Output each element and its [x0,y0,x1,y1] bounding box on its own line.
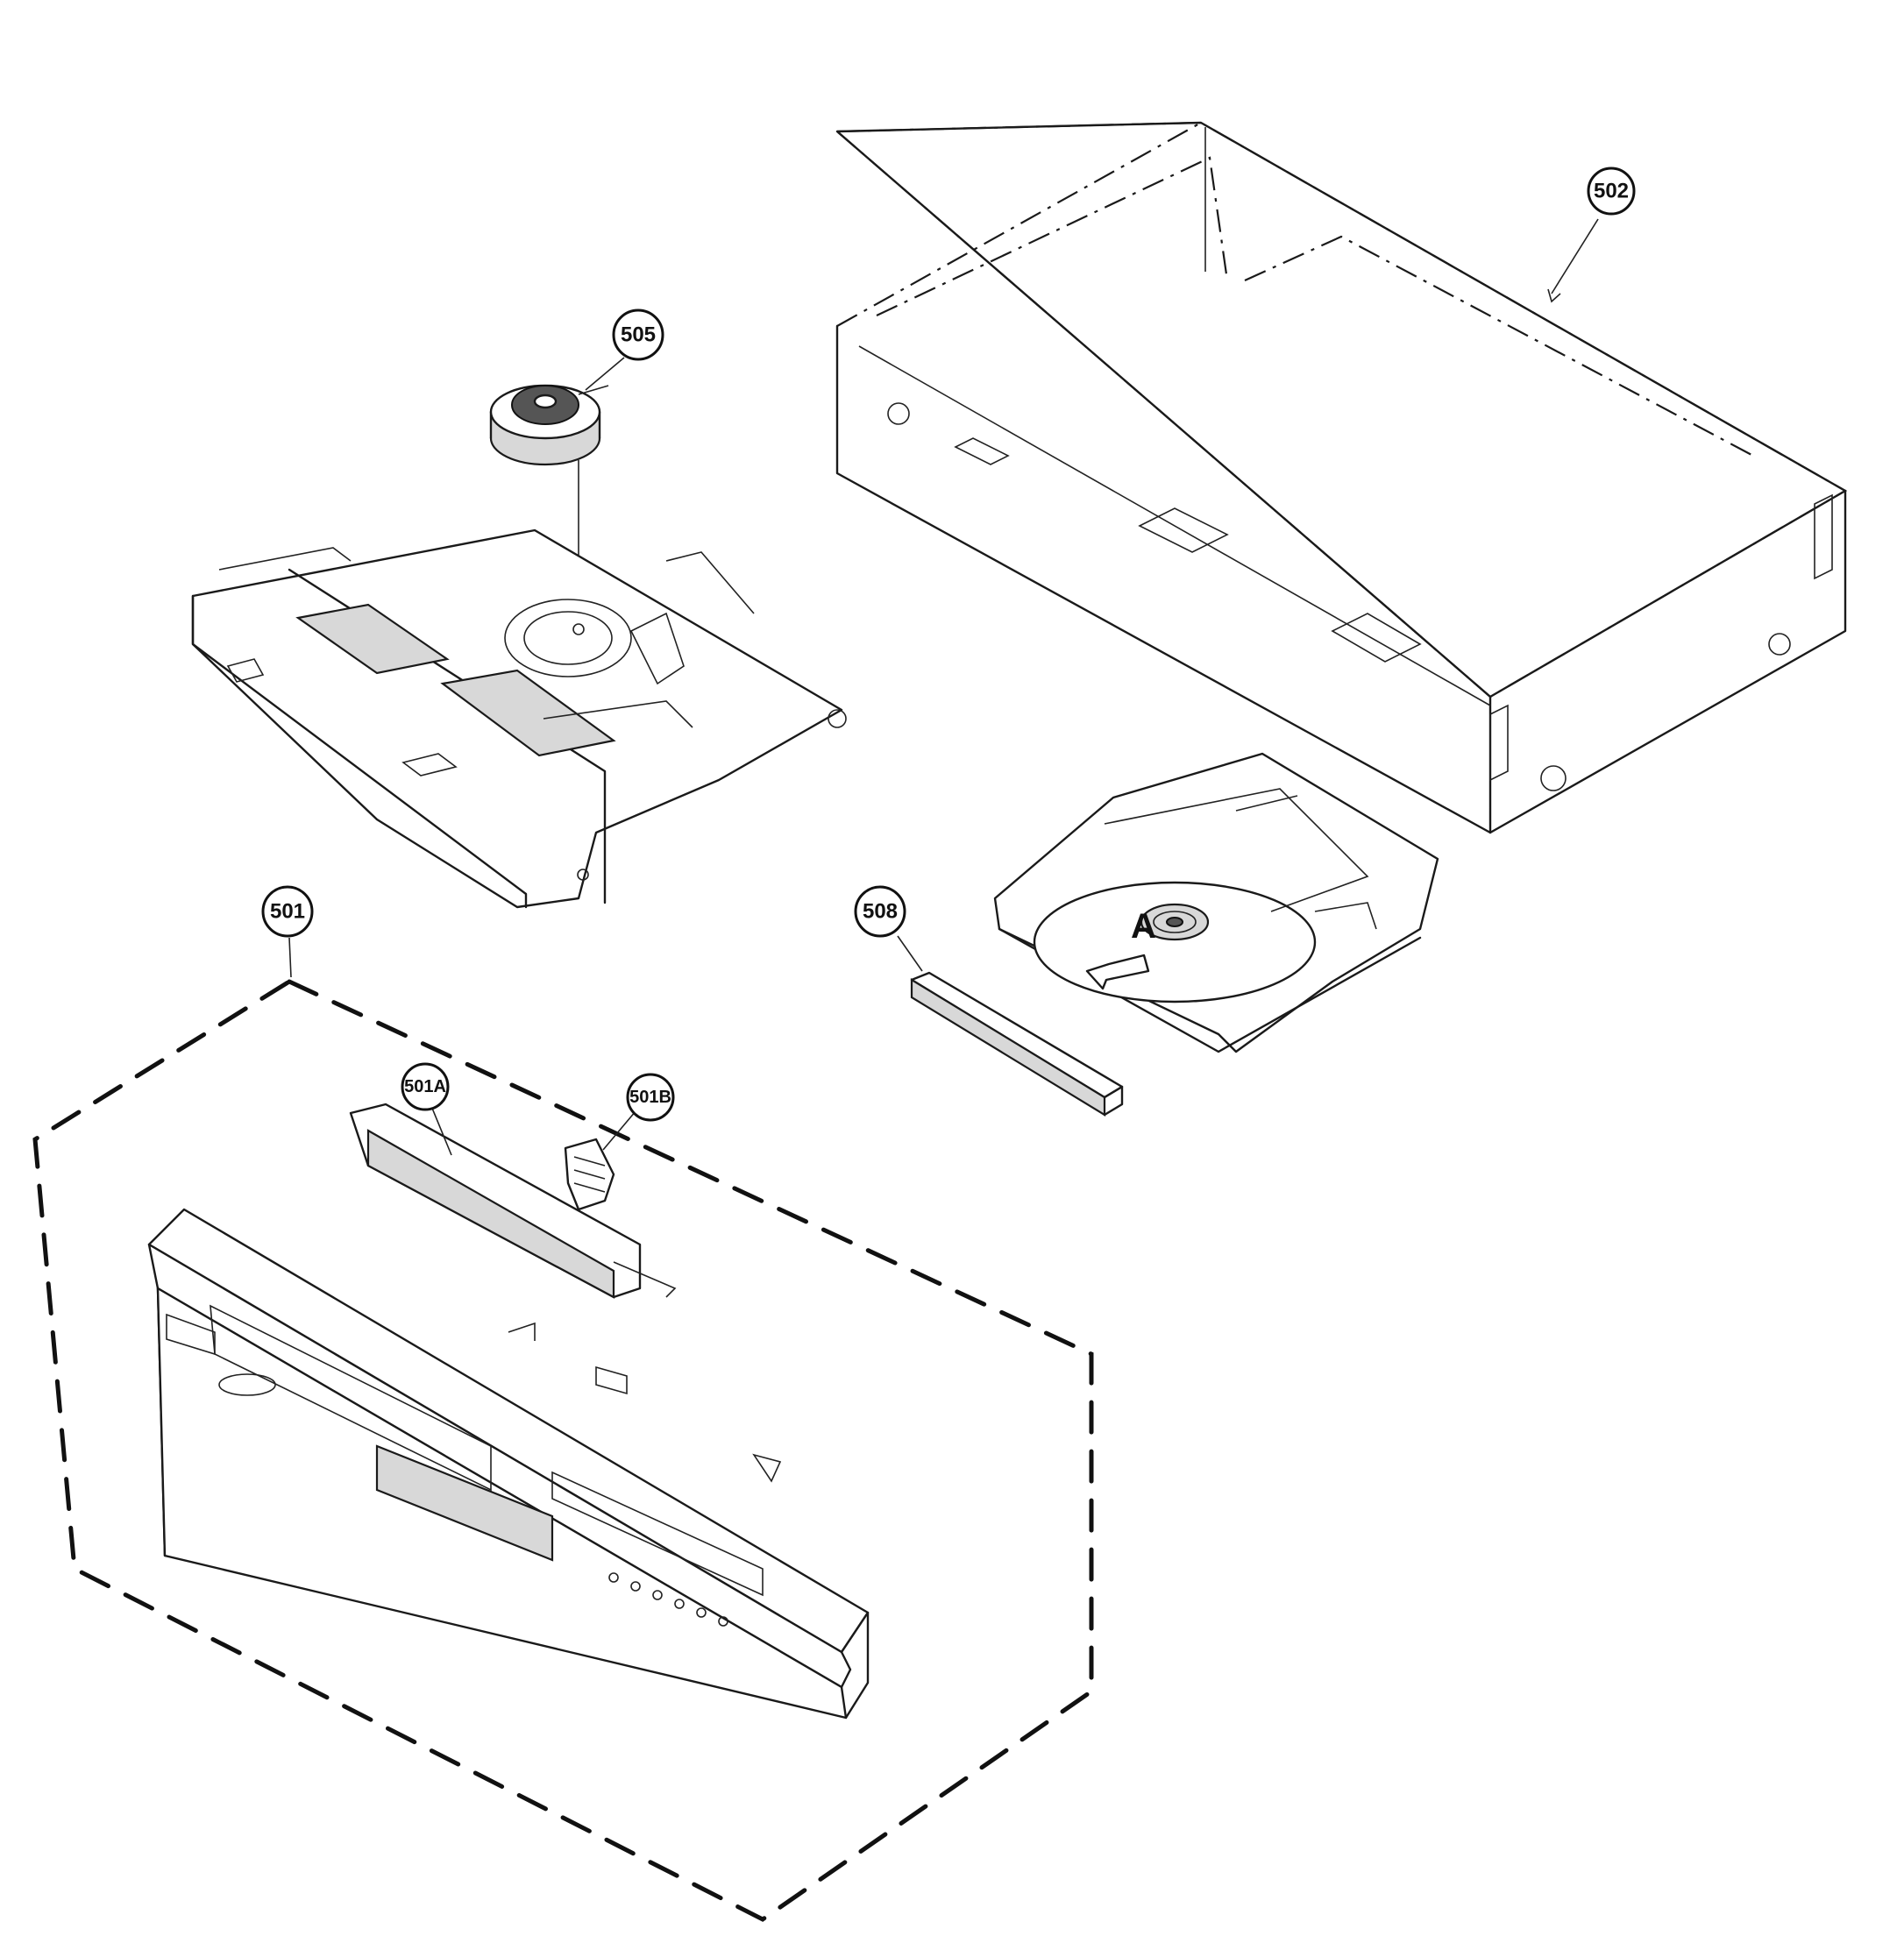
callout-501: 501 [261,885,314,938]
svg-text:508: 508 [863,900,898,924]
callout-501a: 501A [401,1062,450,1111]
callout-502: 502 [1587,167,1636,216]
svg-text:501B: 501B [629,1088,671,1107]
svg-text:502: 502 [1594,180,1629,203]
callout-508: 508 [854,885,906,938]
front-board-501a [349,1103,677,1299]
svg-text:501A: 501A [404,1077,446,1096]
svg-text:501: 501 [270,900,305,924]
front-board-501b [564,1138,615,1211]
leader-lines [288,218,1599,1156]
front-panel [147,1208,870,1720]
tray-door-508 [910,971,1124,1117]
callout-501b: 501B [626,1073,675,1122]
top-cover-502 [835,121,1848,834]
tray-arrow-letter: A [1131,907,1156,946]
front-assembly-501-outline [32,979,1094,1922]
vcr-mechanism-chassis [191,528,847,909]
callout-505: 505 [612,308,664,361]
dvd-loader [993,752,1439,1053]
drum-motor-505 [489,384,609,613]
svg-text:505: 505 [621,323,656,347]
